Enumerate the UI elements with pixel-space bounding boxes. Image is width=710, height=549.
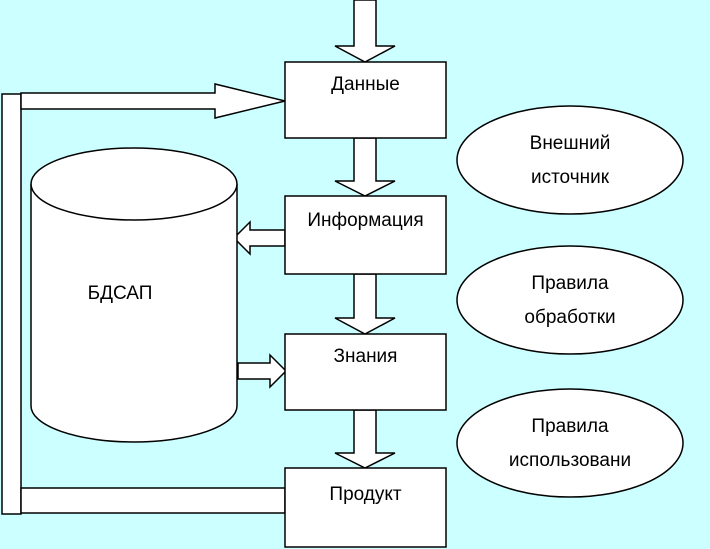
feedback-bar bbox=[1, 93, 22, 515]
external-source-line2: источник bbox=[530, 167, 610, 188]
database-label: БДСАП bbox=[87, 283, 153, 304]
data-box bbox=[284, 61, 447, 139]
information-box bbox=[284, 195, 447, 275]
processing-rules-label: Правила обработки bbox=[470, 266, 670, 336]
arrow-database-to-knowledge bbox=[237, 353, 288, 389]
data-label: Данные bbox=[331, 74, 400, 95]
usage-rules-oval bbox=[456, 388, 684, 498]
processing-rules-line2: обработки bbox=[524, 307, 616, 328]
product-to-bar-connector bbox=[20, 487, 286, 514]
knowledge-box bbox=[284, 333, 447, 411]
processing-rules-line1: Правила bbox=[531, 273, 609, 294]
arrow-into-data bbox=[334, 0, 396, 63]
arrow-data-to-information bbox=[334, 137, 396, 197]
processing-rules-oval bbox=[456, 245, 684, 355]
arrow-information-to-database bbox=[232, 220, 286, 256]
database-cylinder bbox=[30, 147, 238, 443]
external-source-line1: Внешний bbox=[529, 133, 611, 154]
knowledge-label: Знания bbox=[333, 346, 398, 367]
arrow-information-to-knowledge bbox=[334, 273, 396, 335]
information-label: Информация bbox=[307, 210, 424, 231]
external-source-label: Внешний источник bbox=[470, 126, 670, 196]
product-label: Продукт bbox=[329, 484, 402, 505]
product-box bbox=[284, 467, 447, 548]
usage-rules-label: Правила использовани bbox=[470, 409, 670, 479]
external-source-oval bbox=[456, 105, 684, 215]
usage-rules-line1: Правила bbox=[531, 416, 609, 437]
arrow-bar-to-data bbox=[20, 83, 286, 119]
usage-rules-line2: использовани bbox=[508, 450, 632, 471]
arrow-knowledge-to-product bbox=[334, 409, 396, 469]
